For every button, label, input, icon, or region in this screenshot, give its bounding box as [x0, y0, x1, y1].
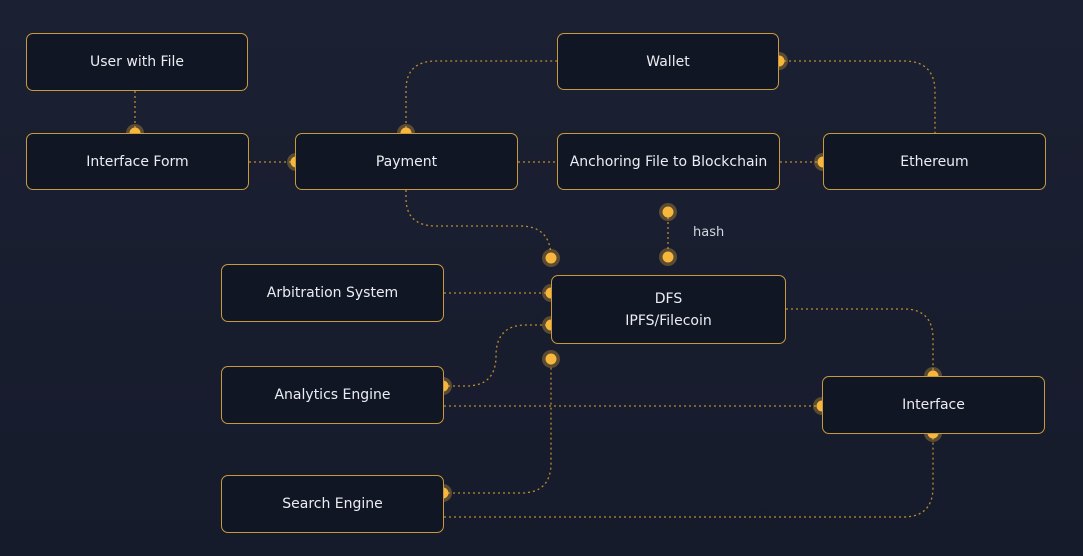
port	[659, 203, 677, 221]
node-arbitration-system[interactable]: Arbitration System	[221, 264, 444, 322]
node-interface-form[interactable]: Interface Form	[26, 133, 249, 190]
node-label: Interface Form	[86, 153, 189, 170]
edge-search-to-dfs	[443, 359, 552, 494]
node-user-with-file[interactable]: User with File	[26, 33, 248, 91]
node-anchoring-file-to-blockchain[interactable]: Anchoring File to Blockchain	[557, 133, 780, 190]
node-label: Interface	[902, 397, 965, 413]
node-ethereum[interactable]: Ethereum	[823, 133, 1046, 190]
edge-search-to-interface	[444, 433, 934, 518]
edge-dfs-to-interface	[786, 308, 934, 376]
node-label-line1: DFS	[654, 290, 683, 307]
node-label: Search Engine	[282, 496, 383, 512]
edge-payment-to-wallet	[405, 60, 557, 133]
port	[659, 248, 677, 266]
node-wallet[interactable]: Wallet	[557, 33, 779, 90]
node-label: Analytics Engine	[274, 387, 391, 403]
node-analytics-engine[interactable]: Analytics Engine	[221, 366, 444, 424]
node-search-engine[interactable]: Search Engine	[221, 475, 444, 533]
node-label: Wallet	[646, 53, 690, 70]
node-label: Payment	[375, 153, 438, 170]
edge-payment-to-dfs	[405, 190, 552, 259]
node-label-line2: IPFS/Filecoin	[625, 312, 712, 329]
edge-analytics-to-dfs	[443, 324, 551, 387]
port	[542, 350, 560, 368]
node-interface[interactable]: Interface	[822, 376, 1045, 434]
edge-wallet-to-ethereum	[779, 60, 936, 133]
node-dfs[interactable]: DFS IPFS/Filecoin	[551, 275, 786, 344]
node-payment[interactable]: Payment	[295, 133, 518, 190]
node-label: Ethereum	[900, 153, 969, 170]
port	[542, 249, 560, 267]
edge-label-hash: hash	[693, 225, 725, 240]
node-label: Anchoring File to Blockchain	[569, 153, 768, 170]
node-label: User with File	[90, 54, 184, 70]
node-label: Arbitration System	[266, 285, 399, 301]
